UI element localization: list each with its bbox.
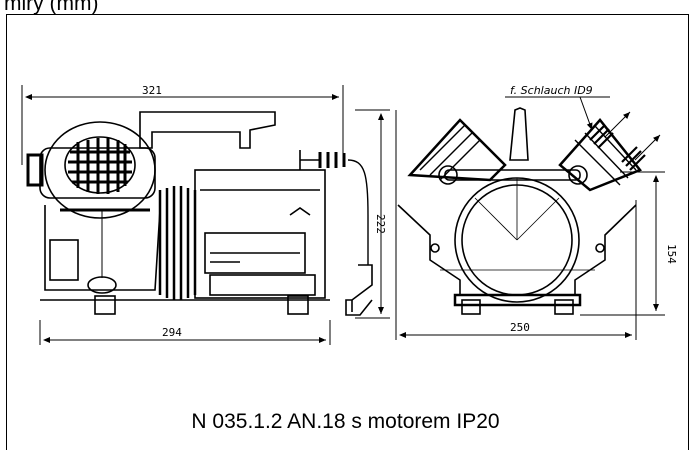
dim-width-front: 250 — [510, 321, 530, 334]
dim-length-bottom: 294 — [162, 326, 182, 339]
dim-height-side: 222 — [374, 214, 387, 234]
figure-caption: N 035.1.2 AN.18 s motorem IP20 — [191, 410, 500, 433]
figure-frame — [6, 14, 689, 450]
dim-length-top: 321 — [142, 84, 162, 97]
side-view — [21, 85, 390, 345]
units-label: miry (mm) — [4, 0, 99, 15]
hose-note: f. Schlauch ID9 — [510, 84, 593, 97]
dim-height-front: 154 — [665, 244, 678, 264]
front-view — [395, 96, 665, 340]
